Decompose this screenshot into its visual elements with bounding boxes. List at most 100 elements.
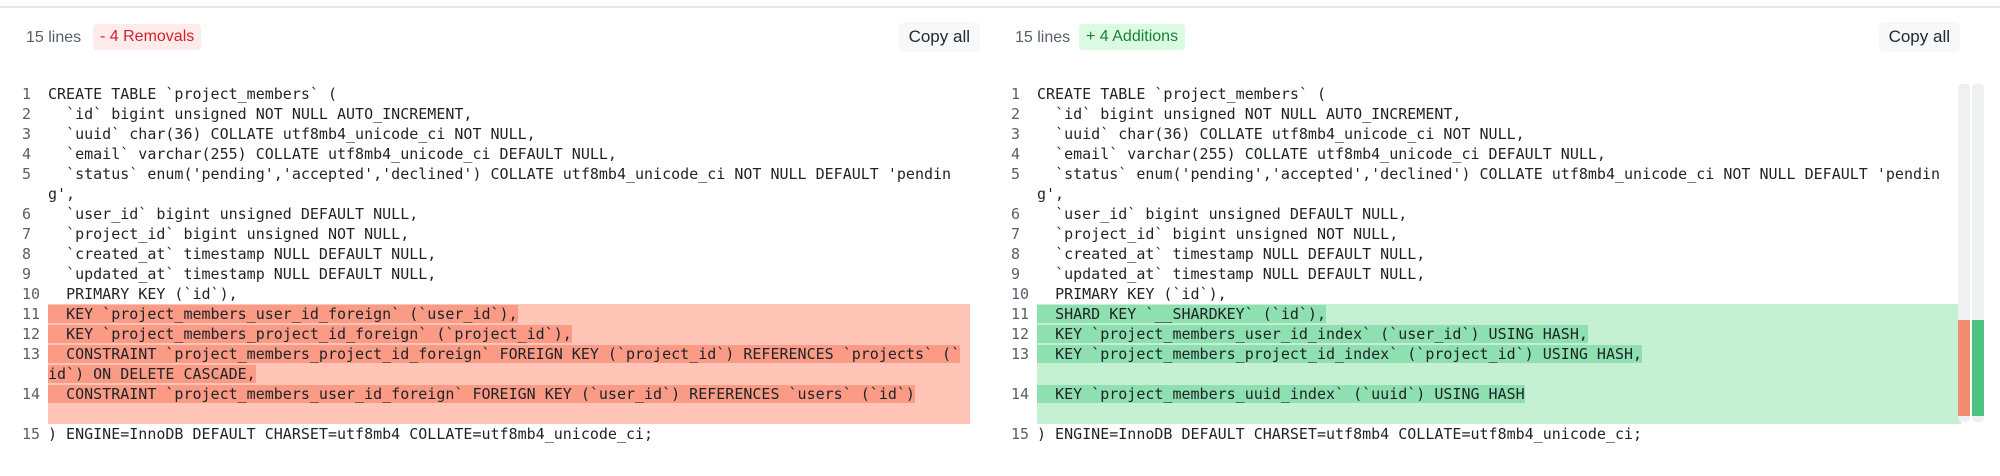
removal-marker [1958, 320, 1970, 416]
line-text: `uuid` char(36) COLLATE utf8mb4_unicode_… [48, 125, 536, 143]
code-line: 2 `id` bigint unsigned NOT NULL AUTO_INC… [22, 104, 968, 124]
line-text: SHARD KEY `__SHARDKEY` (`id`), [1037, 304, 1961, 324]
code-line-added: 11 SHARD KEY `__SHARDKEY` (`id`), [1011, 304, 1961, 324]
copy-all-button[interactable]: Copy all [1878, 22, 1960, 52]
line-text: PRIMARY KEY (`id`), [48, 285, 238, 303]
line-count: 15 lines [1015, 29, 1071, 46]
code-line: 8 `created_at` timestamp NULL DEFAULT NU… [22, 244, 968, 264]
removed-text: KEY `project_members_project_id_foreign`… [48, 325, 572, 343]
line-text: `updated_at` timestamp NULL DEFAULT NULL… [48, 265, 437, 283]
code-line: 3 `uuid` char(36) COLLATE utf8mb4_unicod… [22, 124, 968, 144]
code-line: 10 PRIMARY KEY (`id`), [22, 284, 968, 304]
line-text: `uuid` char(36) COLLATE utf8mb4_unicode_… [1037, 125, 1525, 143]
code-line: 8 `created_at` timestamp NULL DEFAULT NU… [1011, 244, 1961, 264]
line-text: `email` varchar(255) COLLATE utf8mb4_uni… [48, 145, 617, 163]
line-text: `project_id` bigint unsigned NOT NULL, [48, 225, 410, 243]
code-line: 5 `status` enum('pending','accepted','de… [22, 164, 968, 204]
code-line: 4 `email` varchar(255) COLLATE utf8mb4_u… [22, 144, 968, 164]
line-text: `id` bigint unsigned NOT NULL AUTO_INCRE… [48, 105, 473, 123]
line-number: 3 [22, 125, 32, 143]
line-text: ) ENGINE=InnoDB DEFAULT CHARSET=utf8mb4 … [1037, 425, 1643, 443]
added-text: SHARD KEY `__SHARDKEY` (`id`), [1037, 305, 1326, 323]
code-line-removed: 12 KEY `project_members_project_id_forei… [22, 324, 970, 344]
addition-marker [1972, 320, 1984, 416]
line-text: KEY `project_members_project_id_index` (… [1037, 344, 1961, 384]
line-text: `status` enum('pending','accepted','decl… [1037, 165, 1941, 203]
line-number: 12 [22, 325, 41, 343]
added-text: KEY `project_members_user_id_index` (`us… [1037, 325, 1588, 343]
added-text: KEY `project_members_uuid_index` (`uuid`… [1037, 385, 1525, 403]
line-number: 4 [1011, 145, 1021, 163]
line-number: 11 [1011, 305, 1030, 323]
code-line: 9 `updated_at` timestamp NULL DEFAULT NU… [22, 264, 968, 284]
code-line: 2 `id` bigint unsigned NOT NULL AUTO_INC… [1011, 104, 1961, 124]
copy-all-button[interactable]: Copy all [898, 22, 980, 52]
line-text: `user_id` bigint unsigned DEFAULT NULL, [48, 205, 419, 223]
line-number: 7 [1011, 225, 1021, 243]
line-text: KEY `project_members_project_id_foreign`… [48, 324, 968, 344]
line-number: 3 [1011, 125, 1021, 143]
removals-badge: - 4 Removals [93, 24, 202, 50]
line-number: 13 [1011, 345, 1030, 363]
line-number: 11 [22, 305, 41, 323]
code-line: 9 `updated_at` timestamp NULL DEFAULT NU… [1011, 264, 1961, 284]
line-count: 15 lines [26, 29, 82, 46]
code-line-added: 13 KEY `project_members_project_id_index… [1011, 344, 1961, 384]
diff-overview-additions[interactable] [1972, 84, 1984, 422]
line-number: 15 [1011, 425, 1030, 443]
code-view: 1 CREATE TABLE `project_members` ( 2 `id`… [1011, 84, 1961, 444]
line-text: `user_id` bigint unsigned DEFAULT NULL, [1037, 205, 1408, 223]
code-line: 3 `uuid` char(36) COLLATE utf8mb4_unicod… [1011, 124, 1961, 144]
code-line-removed: 11 KEY `project_members_user_id_foreign`… [22, 304, 970, 324]
line-number: 5 [22, 165, 32, 183]
line-number: 13 [22, 345, 41, 363]
line-text: `status` enum('pending','accepted','decl… [48, 165, 952, 203]
line-text: CREATE TABLE `project_members` ( [1037, 85, 1326, 103]
pane-header: 15 lines - 4 Removals Copy all [22, 20, 980, 56]
line-number: 1 [22, 85, 32, 103]
code-line: 6 `user_id` bigint unsigned DEFAULT NULL… [1011, 204, 1961, 224]
added-text: KEY `project_members_project_id_index` (… [1037, 345, 1643, 363]
line-number: 9 [1011, 265, 1021, 283]
line-number: 6 [22, 205, 32, 223]
line-text: KEY `project_members_user_id_index` (`us… [1037, 324, 1961, 344]
line-number: 15 [22, 425, 41, 443]
line-number: 2 [1011, 105, 1021, 123]
line-text: `email` varchar(255) COLLATE utf8mb4_uni… [1037, 145, 1606, 163]
line-text: CONSTRAINT `project_members_user_id_fore… [48, 384, 968, 424]
top-divider [0, 6, 2000, 8]
line-number: 14 [1011, 385, 1030, 403]
line-text: `project_id` bigint unsigned NOT NULL, [1037, 225, 1399, 243]
line-text: `id` bigint unsigned NOT NULL AUTO_INCRE… [1037, 105, 1462, 123]
line-text: `created_at` timestamp NULL DEFAULT NULL… [1037, 245, 1426, 263]
line-number: 8 [22, 245, 32, 263]
code-line: 5 `status` enum('pending','accepted','de… [1011, 164, 1961, 204]
code-line-added: 14 KEY `project_members_uuid_index` (`uu… [1011, 384, 1961, 424]
line-number: 9 [22, 265, 32, 283]
removed-text: CONSTRAINT `project_members_project_id_f… [48, 345, 961, 383]
line-number: 7 [22, 225, 32, 243]
code-line: 1 CREATE TABLE `project_members` ( [1011, 84, 1961, 104]
line-number: 5 [1011, 165, 1021, 183]
code-line: 7 `project_id` bigint unsigned NOT NULL, [22, 224, 968, 244]
diff-overview-removals[interactable] [1958, 84, 1970, 422]
line-text: `updated_at` timestamp NULL DEFAULT NULL… [1037, 265, 1426, 283]
code-line: 6 `user_id` bigint unsigned DEFAULT NULL… [22, 204, 968, 224]
code-line: 7 `project_id` bigint unsigned NOT NULL, [1011, 224, 1961, 244]
code-line-removed: 14 CONSTRAINT `project_members_user_id_f… [22, 384, 970, 424]
line-number: 10 [1011, 285, 1030, 303]
line-text: `created_at` timestamp NULL DEFAULT NULL… [48, 245, 437, 263]
line-number: 14 [22, 385, 41, 403]
line-text: CONSTRAINT `project_members_project_id_f… [48, 344, 968, 384]
code-line-removed: 13 CONSTRAINT `project_members_project_i… [22, 344, 970, 384]
line-number: 4 [22, 145, 32, 163]
removed-text: KEY `project_members_user_id_foreign` (`… [48, 305, 518, 323]
code-line: 15 ) ENGINE=InnoDB DEFAULT CHARSET=utf8mb… [1011, 424, 1961, 444]
line-text: KEY `project_members_user_id_foreign` (`… [48, 304, 968, 324]
line-text: PRIMARY KEY (`id`), [1037, 285, 1227, 303]
line-number: 1 [1011, 85, 1021, 103]
